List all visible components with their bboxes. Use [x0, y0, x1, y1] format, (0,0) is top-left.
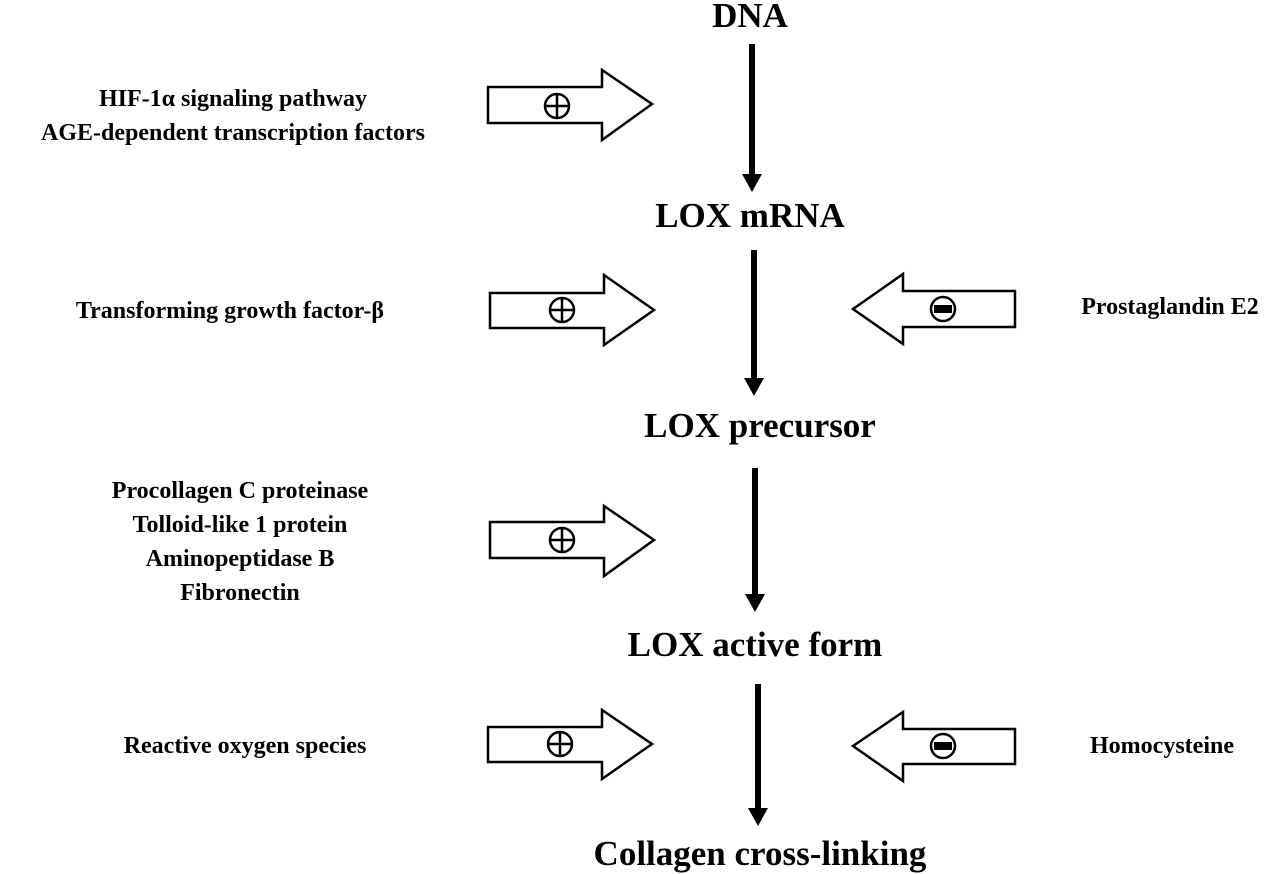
regulator-line: Prostaglandin E2	[1081, 294, 1259, 320]
regulator-transcription-label: HIF-1α signaling pathway AGE-dependent t…	[0, 82, 466, 150]
flow-arrow-dna-to-mrna	[742, 44, 762, 192]
regulator-tgf-label: Transforming growth factor-β	[20, 294, 440, 328]
regulator-line: Transforming growth factor-β	[75, 298, 385, 324]
minus-sign-icon	[929, 732, 957, 760]
node-collagen-cross-linking: Collagen cross-linking	[593, 834, 927, 873]
regulator-line: Tolloid-like 1 protein	[132, 512, 348, 538]
plus-sign-icon	[546, 730, 574, 758]
flow-arrow-mrna-to-precursor	[744, 250, 764, 396]
regulator-line: Aminopeptidase B	[145, 546, 335, 572]
plus-sign-icon	[548, 296, 576, 324]
activation-block-arrow-4	[486, 707, 655, 782]
plus-sign-icon	[543, 92, 571, 120]
regulator-homocysteine-label: Homocysteine	[1050, 729, 1274, 763]
activation-block-arrow-2	[488, 272, 657, 348]
regulator-pge2-label: Prostaglandin E2	[1050, 290, 1280, 324]
flow-arrow-active-to-collagen	[748, 684, 768, 826]
plus-sign-icon	[548, 526, 576, 554]
flow-arrow-precursor-to-active	[745, 468, 765, 612]
node-lox-active-form: LOX active form	[627, 625, 883, 664]
activation-block-arrow-3	[488, 503, 657, 579]
regulator-line: Fibronectin	[180, 580, 300, 606]
minus-sign-icon	[929, 295, 957, 323]
regulator-line: HIF-1α signaling pathway	[98, 86, 368, 112]
node-lox-precursor: LOX precursor	[644, 406, 876, 445]
regulator-line: Procollagen C proteinase	[111, 478, 369, 504]
regulator-line: AGE-dependent transcription factors	[41, 120, 425, 146]
regulator-line: Homocysteine	[1090, 733, 1234, 759]
regulator-line: Reactive oxygen species	[123, 733, 367, 759]
inhibition-block-arrow-1	[850, 271, 1017, 347]
node-dna: DNA	[712, 0, 788, 35]
inhibition-block-arrow-2	[850, 709, 1017, 784]
activation-block-arrow-1	[486, 67, 655, 143]
regulator-activation-label: Procollagen C proteinase Tolloid-like 1 …	[40, 474, 440, 610]
regulator-ros-label: Reactive oxygen species	[40, 729, 450, 763]
node-lox-mrna: LOX mRNA	[655, 196, 845, 235]
